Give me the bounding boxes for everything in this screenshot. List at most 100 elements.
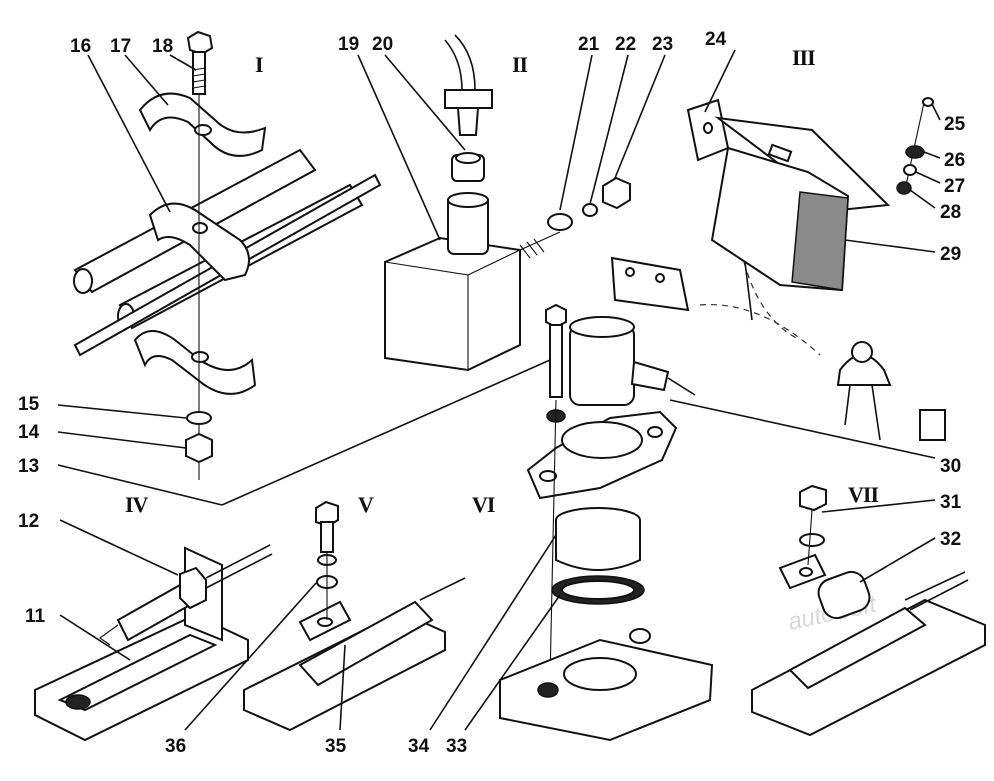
view-3-relay-bracket — [610, 97, 946, 441]
sender-unit-wire — [667, 377, 696, 396]
nut-28 — [896, 181, 912, 195]
bracket-11-bolt — [65, 694, 91, 710]
bolt-36-head — [315, 500, 339, 528]
relay-29-side — [791, 191, 849, 291]
clamp-32 — [788, 606, 927, 690]
label-33: 33 — [446, 736, 467, 757]
flange-hole-left — [539, 470, 557, 482]
button-switch-cap — [851, 341, 873, 363]
label-30: 30 — [940, 456, 961, 477]
label-16: 16 — [70, 36, 91, 57]
wiring-dashed — [699, 261, 821, 356]
connector-plate — [610, 256, 690, 312]
view-label-7: VII — [848, 482, 878, 507]
label-32: 32 — [940, 529, 961, 550]
washer-22 — [582, 203, 598, 217]
bolt-13-shank — [549, 324, 563, 398]
part-number-labels: 16 17 18 19 20 21 22 23 24 25 26 27 28 2… — [18, 29, 966, 757]
sleeve-20-top — [455, 152, 481, 164]
label-17: 17 — [110, 36, 131, 57]
gasket-34-body — [555, 520, 641, 571]
label-14: 14 — [18, 422, 40, 443]
label-31: 31 — [940, 492, 962, 513]
sensor-block-body — [384, 236, 521, 372]
view-label-3: III — [792, 45, 815, 70]
label-18: 18 — [152, 36, 173, 57]
hose-upper — [444, 34, 476, 91]
view-labels: I II III IV V VI VII — [125, 45, 879, 517]
sensor-block-boss-top — [447, 192, 489, 208]
view-7-rail-clamp — [751, 484, 986, 737]
screw-25 — [922, 97, 934, 107]
lower-bracket-hole — [191, 351, 209, 363]
label-27: 27 — [944, 176, 965, 197]
seal-ring-33-inner — [561, 580, 635, 600]
label-13: 13 — [18, 456, 39, 477]
label-25: 25 — [944, 114, 966, 135]
view-label-6: VI — [472, 492, 495, 517]
view-4-sensor-bracket — [34, 544, 273, 742]
label-21: 21 — [578, 34, 600, 55]
label-34: 34 — [408, 736, 430, 757]
label-28: 28 — [940, 202, 961, 223]
view-6-sender-flange — [499, 303, 714, 742]
bolt-31-head — [799, 484, 827, 512]
label-36: 36 — [165, 736, 186, 757]
view-label-1: I — [255, 52, 263, 77]
bolt-18-head — [186, 30, 214, 56]
lower-bracket — [133, 330, 257, 395]
tank-base-bore — [563, 657, 637, 691]
bracket-24-slot — [767, 143, 793, 163]
terminal-clip — [919, 409, 946, 441]
view-7-axis — [807, 509, 813, 566]
upper-bracket-hole — [194, 124, 212, 136]
nut-14 — [185, 432, 213, 464]
leader-lines — [57, 49, 941, 731]
view-5-pipe-clamp — [243, 500, 466, 732]
label-26: 26 — [944, 150, 965, 171]
sender-unit-terminal — [630, 360, 670, 392]
view-2-sensor-block — [384, 34, 631, 372]
label-12: 12 — [18, 511, 39, 532]
pipe-35-end — [419, 577, 466, 601]
label-11: 11 — [25, 606, 46, 627]
threaded-stud-thread — [519, 238, 545, 259]
washer-15 — [186, 411, 212, 425]
washer-31 — [799, 533, 825, 547]
flange-bore — [561, 421, 643, 459]
bracket-24-hole — [703, 122, 713, 134]
tank-base-nut — [629, 628, 651, 644]
washer-27 — [903, 164, 917, 176]
rail-cable — [904, 571, 969, 611]
clamp-32-loop — [817, 570, 871, 620]
bolt-36-shank — [320, 521, 334, 553]
view-label-4: IV — [125, 492, 149, 517]
bolt-18-thread — [192, 67, 206, 89]
sensor-block-edges — [384, 249, 521, 370]
rail-body — [751, 598, 986, 737]
sensor-12-hex — [179, 566, 207, 610]
label-35: 35 — [325, 736, 347, 757]
label-19: 19 — [338, 34, 359, 55]
bolt-13-head — [545, 303, 567, 329]
washer-21 — [547, 213, 573, 231]
label-22: 22 — [615, 34, 636, 55]
pipe-35 — [298, 600, 434, 687]
view-label-5: V — [358, 492, 374, 517]
label-24: 24 — [705, 29, 727, 50]
switch-wires — [844, 384, 881, 441]
sender-unit-top — [569, 316, 635, 338]
tank-base-stud — [537, 682, 559, 698]
pipe-upper-end — [73, 268, 93, 294]
threaded-stud — [519, 231, 561, 251]
relay-wire — [744, 261, 753, 321]
fitting-hex — [444, 89, 493, 109]
connector-hole-1 — [625, 267, 635, 277]
label-23: 23 — [652, 34, 673, 55]
label-29: 29 — [940, 244, 961, 265]
label-20: 20 — [372, 34, 393, 55]
sensor-12-cable — [205, 544, 273, 589]
view-1-clamp-assembly — [73, 30, 382, 480]
